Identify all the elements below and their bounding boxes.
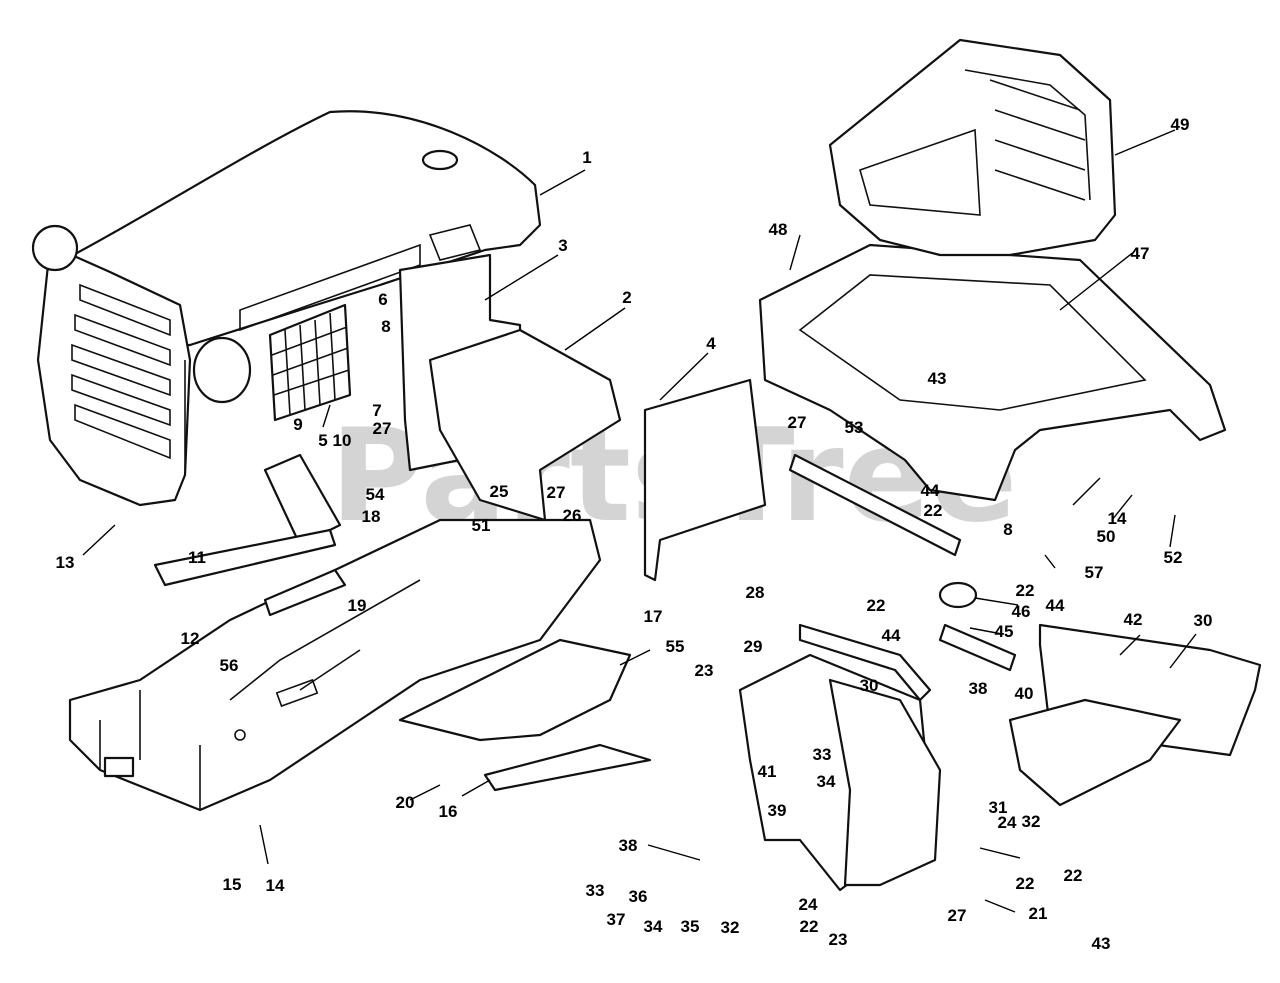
- callout-55: 55: [666, 637, 685, 656]
- callout-4: 4: [706, 334, 716, 353]
- callout-24: 24: [799, 895, 818, 914]
- callout-10: 10: [333, 431, 352, 450]
- callout-28: 28: [746, 583, 765, 602]
- strap-53-part: [788, 453, 962, 557]
- callout-56: 56: [220, 656, 239, 675]
- callout-47: 47: [1131, 244, 1150, 263]
- callout-22: 22: [1064, 866, 1083, 885]
- leader-lines: [82, 129, 1197, 913]
- callout-20: 20: [396, 793, 415, 812]
- callout-22: 22: [1016, 581, 1035, 600]
- callout-50: 50: [1097, 527, 1116, 546]
- callout-44: 44: [1046, 596, 1065, 615]
- callout-52: 52: [1164, 548, 1183, 567]
- callout-22: 22: [924, 501, 943, 520]
- seat-part: [828, 38, 1117, 257]
- callout-23: 23: [695, 661, 714, 680]
- callout-44: 44: [882, 626, 901, 645]
- callout-3: 3: [558, 236, 567, 255]
- bracket-part: [1008, 698, 1182, 807]
- callout-38: 38: [969, 679, 988, 698]
- callout-48: 48: [769, 220, 788, 239]
- callout-14: 14: [266, 876, 285, 895]
- callout-54: 54: [366, 485, 385, 504]
- callout-46: 46: [1012, 602, 1031, 621]
- callout-44: 44: [921, 481, 940, 500]
- callout-labels: 1234567891011121314151617181920212222222…: [56, 115, 1213, 953]
- side-panel-part: [643, 378, 767, 582]
- callout-51: 51: [472, 516, 491, 535]
- bracket-10-part: [263, 453, 342, 547]
- callout-34: 34: [817, 772, 836, 791]
- callout-40: 40: [1015, 684, 1034, 703]
- callout-49: 49: [1171, 115, 1190, 134]
- callout-33: 33: [813, 745, 832, 764]
- callout-26: 26: [563, 506, 582, 525]
- callout-17: 17: [644, 607, 663, 626]
- callout-33: 33: [586, 881, 605, 900]
- callout-29: 29: [744, 637, 763, 656]
- callout-22: 22: [867, 596, 886, 615]
- callout-45: 45: [995, 622, 1014, 641]
- callout-57: 57: [1085, 563, 1104, 582]
- callout-18: 18: [362, 507, 381, 526]
- callout-32: 32: [721, 918, 740, 937]
- callout-53: 53: [845, 418, 864, 437]
- callout-7: 7: [372, 401, 381, 420]
- callout-22: 22: [800, 917, 819, 936]
- callout-27: 27: [373, 419, 392, 438]
- callout-14: 14: [1108, 509, 1127, 528]
- callout-25: 25: [490, 482, 509, 501]
- bracket-12-part: [263, 568, 347, 617]
- callout-37: 37: [607, 910, 626, 929]
- callout-2: 2: [622, 288, 631, 307]
- footrest-16-part: [483, 743, 652, 792]
- callout-27: 27: [948, 906, 967, 925]
- callout-32: 32: [1022, 812, 1041, 831]
- callout-8: 8: [381, 317, 390, 336]
- bracket-11-part: [153, 528, 337, 587]
- callout-39: 39: [768, 801, 787, 820]
- callout-27: 27: [788, 413, 807, 432]
- callout-5: 5: [318, 431, 327, 450]
- callout-9: 9: [293, 415, 302, 434]
- callout-34: 34: [644, 917, 663, 936]
- callout-41: 41: [758, 762, 777, 781]
- callout-30: 30: [1194, 611, 1213, 630]
- bumper-46-part: [938, 581, 978, 609]
- callout-23: 23: [829, 930, 848, 949]
- callout-43: 43: [1092, 934, 1111, 953]
- callout-16: 16: [439, 802, 458, 821]
- callout-15: 15: [223, 875, 242, 894]
- seat-pan-part: [758, 243, 1227, 502]
- callout-38: 38: [619, 836, 638, 855]
- handle-28-part: [798, 623, 932, 702]
- callout-1: 1: [582, 148, 591, 167]
- callout-42: 42: [1124, 610, 1143, 629]
- console-part: [428, 328, 622, 522]
- grille-screen-part: [268, 303, 352, 422]
- callout-27: 27: [547, 483, 566, 502]
- callout-30: 30: [860, 676, 879, 695]
- callout-35: 35: [681, 917, 700, 936]
- callout-8: 8: [1003, 520, 1012, 539]
- callout-11: 11: [188, 548, 206, 567]
- fender-29b-part: [828, 678, 942, 887]
- callout-43: 43: [928, 369, 947, 388]
- callout-24: 24: [998, 813, 1017, 832]
- callout-36: 36: [629, 887, 648, 906]
- bracket-45-part: [938, 623, 1017, 672]
- callout-22: 22: [1016, 874, 1035, 893]
- callout-13: 13: [56, 553, 75, 572]
- callout-6: 6: [378, 290, 387, 309]
- callout-19: 19: [348, 596, 367, 615]
- hood-part: [31, 110, 542, 507]
- callout-12: 12: [181, 629, 200, 648]
- callout-21: 21: [1029, 904, 1048, 923]
- footrest-part: [398, 638, 632, 742]
- callout-31: 31: [989, 798, 1008, 817]
